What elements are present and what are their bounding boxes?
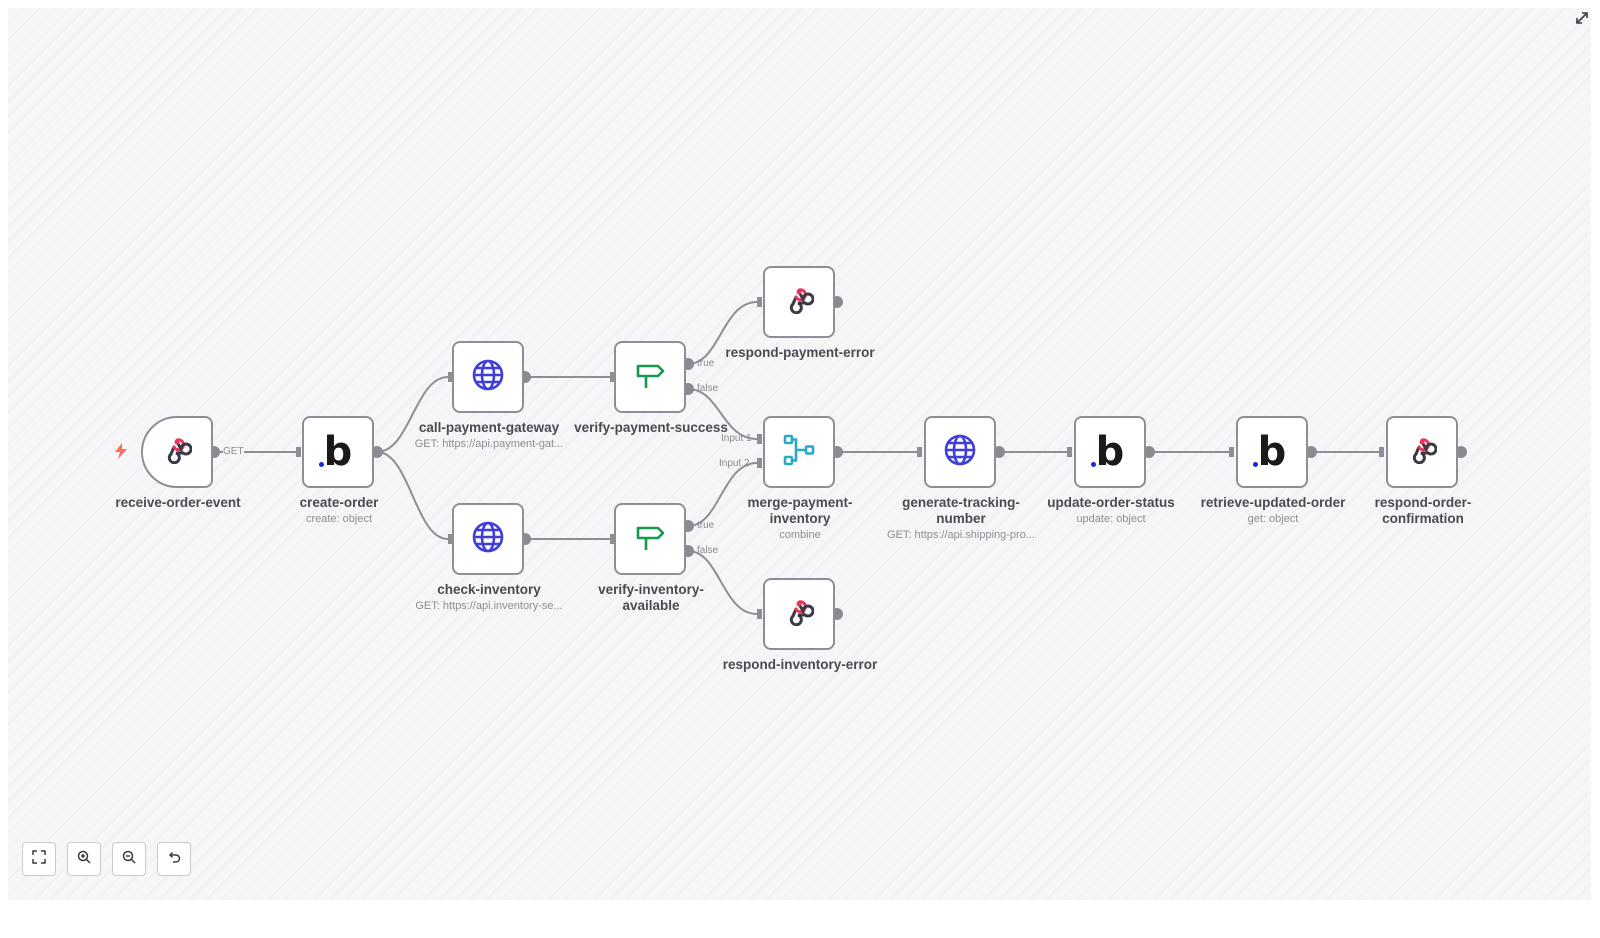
- node-subtitle: GET: https://api.payment-gat...: [414, 438, 564, 450]
- node-respond-payment-error[interactable]: [763, 266, 835, 338]
- port-label-inventory-true: true: [697, 520, 715, 531]
- node-label: verify-payment-success: [574, 420, 728, 435]
- globe-icon: [944, 434, 976, 471]
- node-verify-inventory-available[interactable]: [614, 503, 686, 575]
- node-label: update-order-status: [1047, 495, 1175, 510]
- signpost-icon: [635, 361, 665, 394]
- lightning-icon: [114, 443, 128, 464]
- b-logo-icon: b: [1090, 432, 1124, 472]
- node-call-payment-gateway[interactable]: [452, 341, 524, 413]
- zoom-in-icon: [77, 850, 91, 869]
- node-label: respond-inventory-error: [722, 657, 878, 672]
- node-label: receive-order-event: [115, 495, 241, 510]
- merge-icon: [782, 433, 816, 472]
- port-label-input-1: Input 1: [721, 433, 752, 444]
- node-subtitle: GET: https://api.inventory-se...: [415, 600, 563, 612]
- zoom-in-button[interactable]: [67, 842, 101, 876]
- port-label-payment-false: false: [697, 383, 719, 394]
- node-retrieve-updated-order[interactable]: b: [1236, 416, 1308, 488]
- node-label: generate-tracking- number: [902, 495, 1020, 526]
- node-respond-order-confirmation[interactable]: [1386, 416, 1458, 488]
- node-create-order[interactable]: b: [302, 416, 374, 488]
- reset-zoom-button[interactable]: [157, 842, 191, 876]
- fullscreen-button[interactable]: [1572, 10, 1592, 30]
- node-label: retrieve-updated-order: [1200, 495, 1346, 510]
- node-check-inventory[interactable]: [452, 503, 524, 575]
- signpost-icon: [635, 523, 665, 556]
- node-update-order-status[interactable]: b: [1074, 416, 1146, 488]
- node-generate-tracking-number[interactable]: [924, 416, 996, 488]
- port-label-payment-true: true: [697, 358, 715, 369]
- zoom-out-icon: [122, 850, 136, 869]
- webhook-icon: [784, 286, 815, 319]
- fit-view-icon: [32, 849, 46, 869]
- node-label: verify-inventory- available: [598, 582, 704, 613]
- zoom-out-button[interactable]: [112, 842, 146, 876]
- node-respond-inventory-error[interactable]: [763, 578, 835, 650]
- webhook-icon: [784, 598, 815, 631]
- b-logo-icon: b: [318, 432, 352, 472]
- node-subtitle: GET: https://api.shipping-pro...: [887, 529, 1035, 541]
- fit-view-button[interactable]: [22, 842, 56, 876]
- port-label-input-2: Input 2: [719, 458, 750, 469]
- undo-icon: [167, 850, 181, 869]
- expand-icon: [1575, 11, 1589, 30]
- node-subtitle: combine: [779, 529, 821, 541]
- node-label: merge-payment- inventory: [747, 495, 853, 526]
- globe-icon: [472, 359, 504, 396]
- globe-icon: [472, 521, 504, 558]
- b-logo-icon: b: [1252, 432, 1286, 472]
- node-label: call-payment-gateway: [418, 420, 560, 435]
- edge-label-get: GET: [223, 446, 244, 457]
- port-label-inventory-false: false: [697, 545, 719, 556]
- node-verify-payment-success[interactable]: [614, 341, 686, 413]
- node-label: create-order: [299, 495, 379, 510]
- node-subtitle: create: object: [305, 513, 373, 525]
- webhook-icon: [1407, 436, 1438, 469]
- node-receive-order-event[interactable]: [141, 416, 213, 488]
- node-merge-payment-inventory[interactable]: [763, 416, 835, 488]
- node-label: respond-payment-error: [725, 345, 875, 360]
- node-label: respond-order- confirmation: [1374, 495, 1472, 526]
- node-subtitle: update: object: [1076, 513, 1146, 525]
- webhook-icon: [162, 436, 193, 469]
- node-label: check-inventory: [437, 582, 541, 597]
